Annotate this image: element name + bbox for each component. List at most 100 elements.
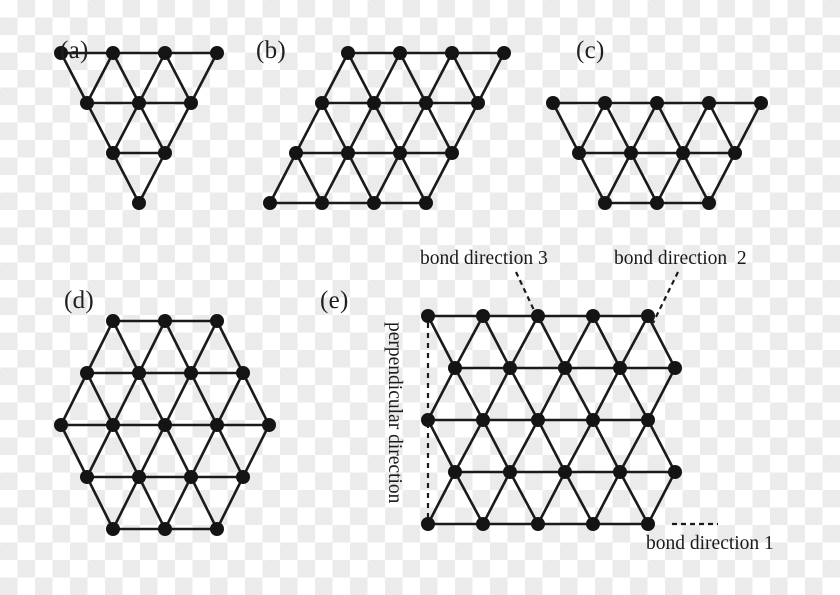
lattice-bond: [707, 151, 737, 205]
lattice-bond: [398, 101, 428, 155]
lattice-bond: [189, 371, 219, 427]
lattice-bond: [189, 319, 219, 375]
lattice-site: [641, 517, 655, 531]
lattice-edges-d: [59, 319, 271, 531]
panel-label-c: (c): [576, 37, 605, 64]
lattice-site: [546, 96, 560, 110]
lattice-bond: [424, 151, 454, 205]
lattice-site: [315, 96, 329, 110]
lattice-bond: [163, 475, 193, 531]
lattice-site: [421, 309, 435, 323]
lattice-site: [471, 96, 485, 110]
lattice-bond: [294, 101, 324, 155]
lattice-bond: [591, 418, 622, 474]
lattice-panel-e: [421, 309, 682, 531]
lattice-bond: [137, 151, 167, 205]
panel-label-b: (b): [256, 37, 287, 64]
lattice-bond: [372, 151, 402, 205]
lattice-site: [676, 146, 690, 160]
lattice-site: [531, 309, 545, 323]
lattice-site: [624, 146, 638, 160]
lattice-site: [558, 361, 572, 375]
lattice-bond: [372, 51, 402, 105]
lattice-bond: [646, 314, 677, 370]
lattice-site: [80, 96, 94, 110]
lattice-site: [184, 96, 198, 110]
lattice-bond: [508, 314, 540, 370]
lattice-bond: [163, 101, 193, 155]
lattice-site: [445, 46, 459, 60]
lattice-bond: [481, 314, 512, 370]
lattice-site: [184, 366, 198, 380]
lattice-site: [421, 413, 435, 427]
lattice-bond: [629, 151, 659, 205]
lattice-nodes-c: [546, 96, 768, 210]
lattice-site: [132, 96, 146, 110]
lattice-nodes-d: [54, 314, 276, 536]
lattice-site: [341, 46, 355, 60]
lattice-site: [445, 146, 459, 160]
lattice-site: [210, 418, 224, 432]
lattice-bond: [733, 101, 763, 155]
lattice-bond: [268, 151, 298, 205]
lattice-bond: [591, 314, 622, 370]
lattice-site: [558, 465, 572, 479]
lattice-site: [650, 196, 664, 210]
lattice-bond: [372, 101, 402, 155]
lattice-bond: [111, 475, 141, 531]
lattice-bond: [450, 51, 480, 105]
lattice-bond: [85, 51, 115, 105]
lattice-bond: [563, 418, 595, 474]
lattice-bond: [189, 475, 219, 531]
lattice-site: [210, 522, 224, 536]
lattice-bond: [85, 371, 115, 427]
lattice-site: [367, 196, 381, 210]
panel-label-e: (e): [320, 287, 349, 314]
lattice-bond: [681, 151, 711, 205]
lattice-site: [106, 418, 120, 432]
lattice-site: [497, 46, 511, 60]
lattice-site: [503, 361, 517, 375]
lattice-bond: [563, 314, 595, 370]
lattice-bond: [453, 366, 485, 422]
bond-direction-3-label: bond direction 3: [420, 248, 548, 269]
lattice-site: [650, 96, 664, 110]
lattice-bond: [85, 319, 115, 375]
lattice-bond: [346, 101, 376, 155]
lattice-site: [262, 418, 276, 432]
lattice-site: [503, 465, 517, 479]
lattice-site: [393, 46, 407, 60]
lattice-bond: [426, 314, 457, 370]
lattice-bond: [453, 470, 485, 526]
lattice-bond: [137, 319, 167, 375]
lattice-panel-a: [54, 46, 224, 210]
lattice-site: [641, 413, 655, 427]
lattice-site: [106, 146, 120, 160]
lattice-bond: [707, 101, 737, 155]
perpendicular-direction-label: perpendicular direction: [384, 322, 405, 504]
lattice-bond: [163, 423, 193, 479]
panel-label-d: (d): [64, 287, 95, 314]
lattice-site: [476, 413, 490, 427]
lattice-bond: [424, 101, 454, 155]
lattice-bond: [398, 151, 428, 205]
lattice-site: [210, 46, 224, 60]
lattice-bond: [536, 470, 567, 526]
lattice-site: [586, 413, 600, 427]
lattice-bond: [577, 151, 607, 205]
lattice-bond: [59, 371, 89, 427]
lattice-bond: [536, 366, 567, 422]
lattice-site: [702, 96, 716, 110]
lattice-bond: [163, 371, 193, 427]
lattice-site: [572, 146, 586, 160]
lattice-bond: [137, 475, 167, 531]
lattice-site: [476, 517, 490, 531]
lattice-bond: [137, 371, 167, 427]
lattice-site: [132, 366, 146, 380]
lattice-bond: [85, 101, 115, 155]
lattice-site: [184, 470, 198, 484]
lattice-bond: [294, 151, 324, 205]
lattice-nodes-e: [421, 309, 682, 531]
lattice-site: [531, 517, 545, 531]
lattice-bond: [241, 423, 271, 479]
